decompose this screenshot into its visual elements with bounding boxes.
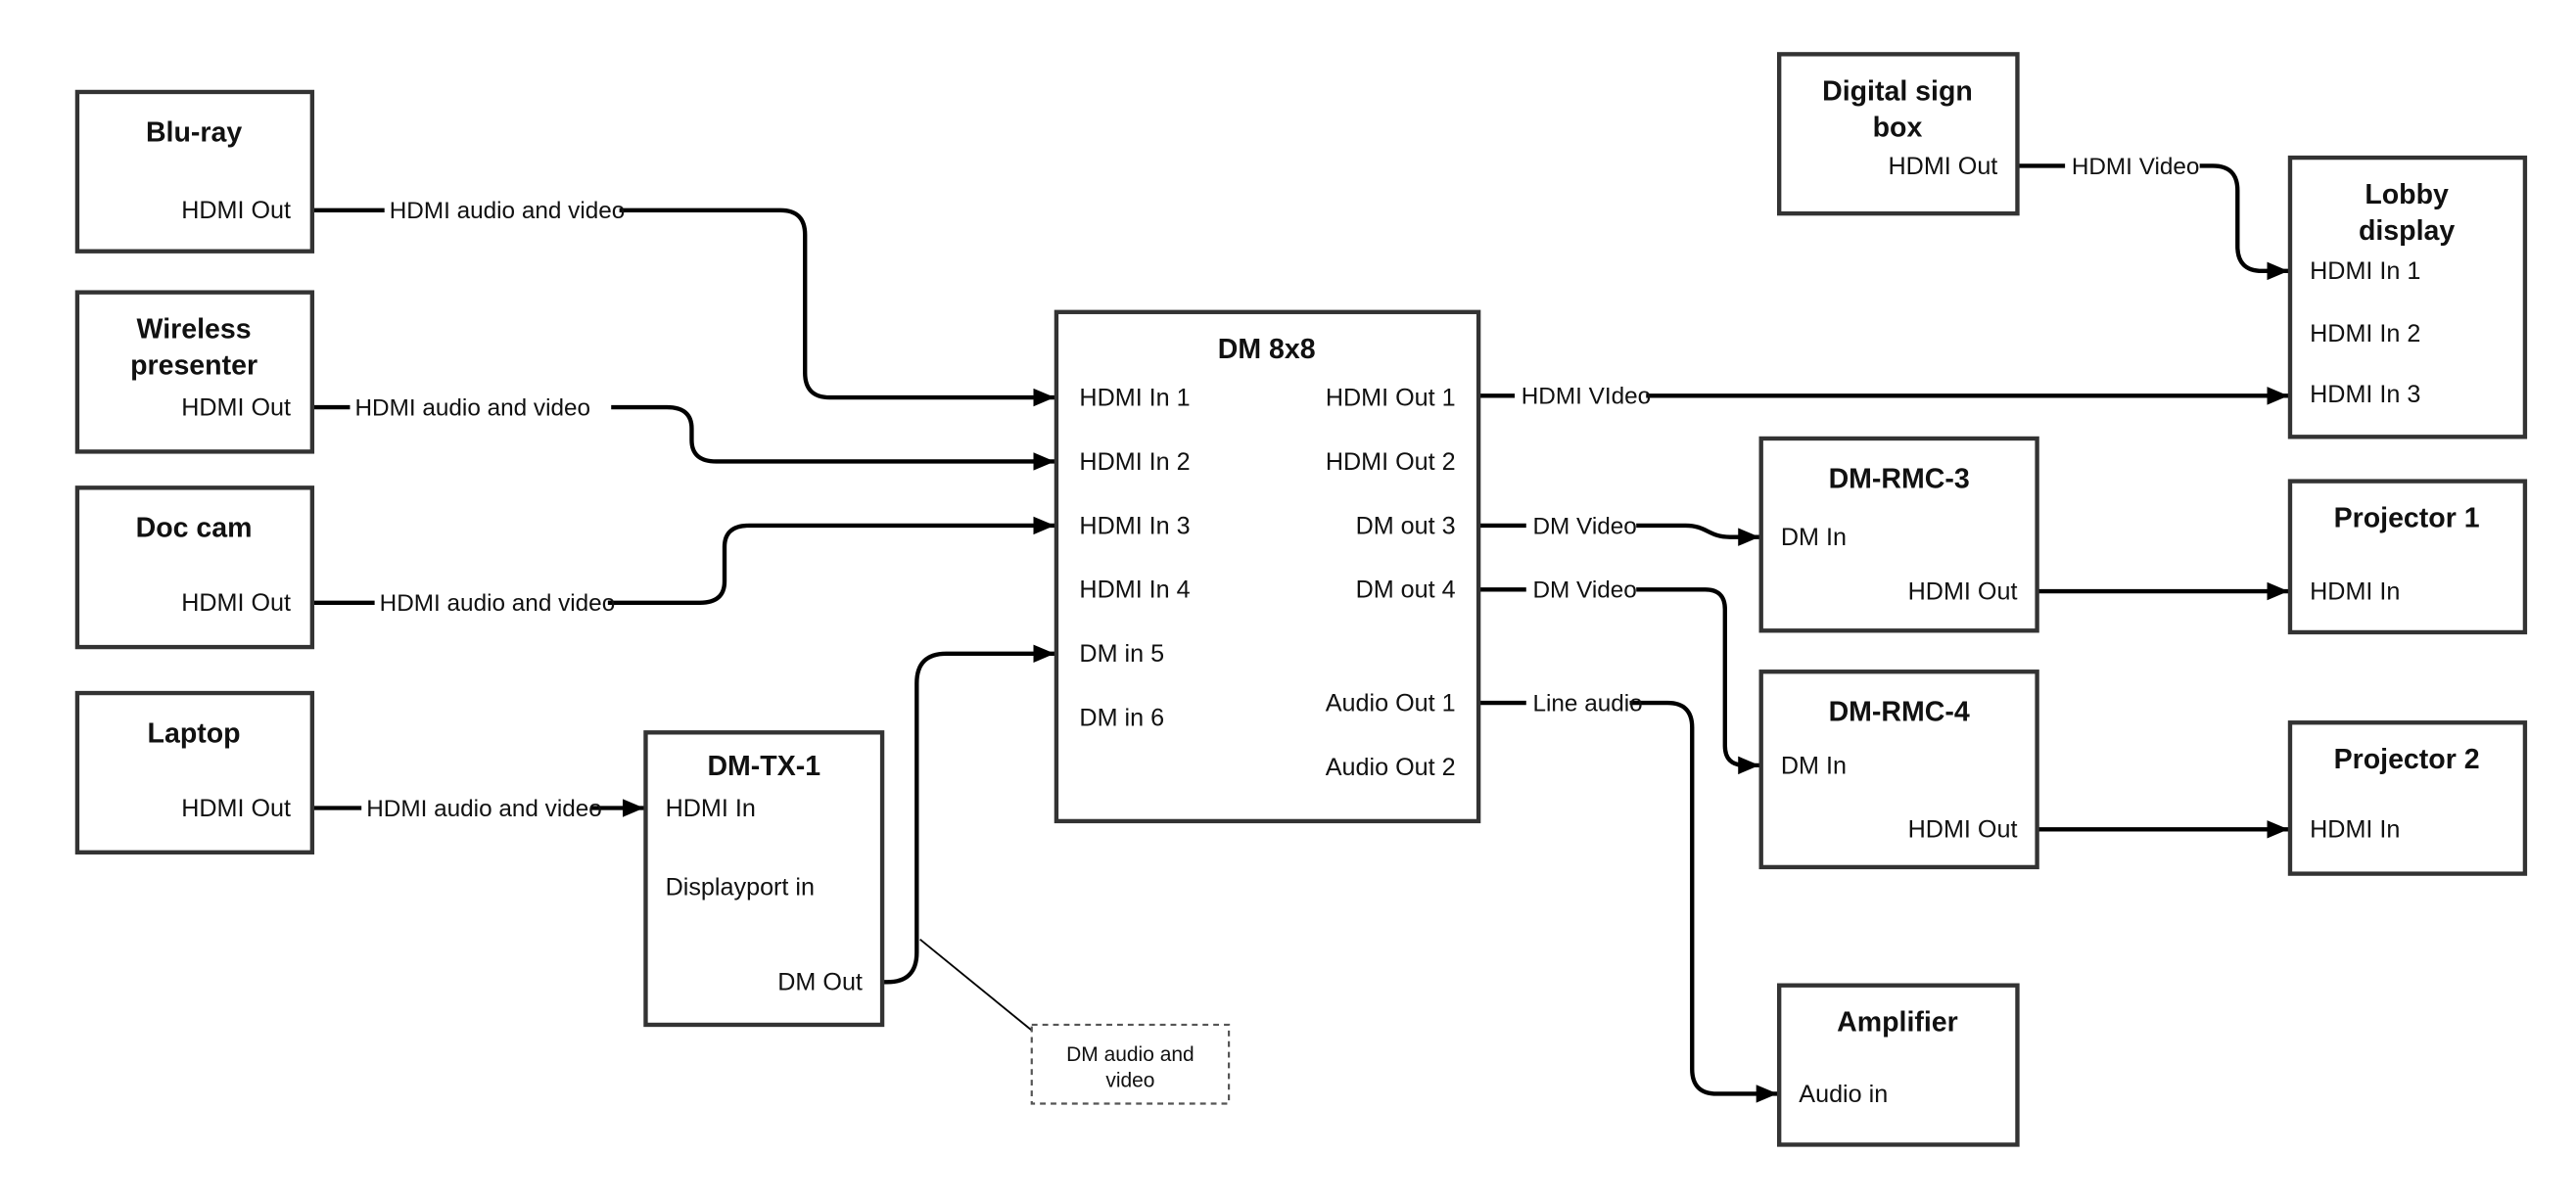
note-text-line2: video	[1105, 1070, 1154, 1092]
node-laptop: Laptop HDMI Out	[74, 690, 315, 855]
node-amplifier-title: Amplifier	[1837, 1007, 1958, 1039]
port-lobby-hdmi-in-3: HDMI In 3	[2310, 381, 2420, 408]
port-dm8x8-hdmi-in-3: HDMI In 3	[1079, 512, 1190, 539]
node-projector-1: Projector 1 HDMI In	[2287, 479, 2528, 635]
node-proj2-box	[2287, 720, 2528, 876]
edge-labels: HDMI audio and video HDMI audio and vide…	[354, 154, 2199, 822]
port-dm8x8-dm-out-3: DM out 3	[1356, 512, 1456, 539]
node-dm8x8-title: DM 8x8	[1218, 334, 1316, 365]
node-lobby-display: Lobby display HDMI In 1 HDMI In 2 HDMI I…	[2287, 155, 2528, 439]
note-box	[1030, 1023, 1231, 1105]
node-wireless-box	[74, 290, 315, 454]
port-wireless-hdmi-out: HDMI Out	[181, 393, 291, 421]
node-proj1-title: Projector 1	[2334, 503, 2480, 534]
edge-dm8x8-to-dmrmc3	[1636, 523, 1760, 546]
node-dmrmc4-box	[1758, 670, 2039, 870]
port-dm8x8-dm-out-4: DM out 4	[1356, 577, 1456, 604]
node-wireless-presenter: Wireless presenter HDMI Out	[74, 290, 315, 454]
note-text-line1: DM audio and	[1066, 1043, 1194, 1066]
port-dm8x8-audio-out-2: Audio Out 2	[1326, 754, 1456, 781]
port-proj2-hdmi-in: HDMI In	[2310, 816, 2400, 844]
port-dmrmc3-dm-in: DM In	[1781, 524, 1847, 551]
edge-label-dm-out3: DM Video	[1532, 513, 1636, 539]
port-dm8x8-hdmi-out-1: HDMI Out 1	[1326, 384, 1456, 411]
node-lobby-title-line1: Lobby	[2365, 179, 2449, 210]
node-laptop-title: Laptop	[148, 717, 241, 749]
edge-digitalsign-to-lobby	[2199, 163, 2289, 281]
node-digitalsign-title-line2: box	[1873, 112, 1923, 143]
node-projector-2: Projector 2 HDMI In	[2287, 720, 2528, 876]
port-dmtx1-hdmi-in: HDMI In	[666, 795, 756, 822]
node-dm8x8-box	[1054, 309, 1481, 824]
port-dm8x8-hdmi-in-2: HDMI In 2	[1079, 448, 1190, 476]
node-bluray-title: Blu-ray	[146, 116, 242, 148]
edge-label-doccam: HDMI audio and video	[380, 590, 616, 617]
node-wireless-title-line1: Wireless	[137, 314, 252, 346]
edge-label-laptop: HDMI audio and video	[366, 796, 602, 822]
node-dmrmc3-box	[1758, 436, 2039, 633]
node-wireless-title-line2: presenter	[130, 350, 258, 382]
note-dm-audio-and-video: DM audio and video	[1030, 1023, 1231, 1105]
port-dmrmc4-dm-in: DM In	[1781, 752, 1847, 779]
edge-bluray-to-dm8x8	[619, 208, 1055, 407]
port-laptop-hdmi-out: HDMI Out	[181, 795, 291, 822]
node-dmrmc4-title: DM-RMC-4	[1829, 697, 1970, 728]
note-leader-line	[919, 939, 1036, 1035]
node-dm-rmc-4: DM-RMC-4 DM In HDMI Out	[1758, 670, 2039, 870]
port-dmrmc3-hdmi-out: HDMI Out	[1908, 577, 2018, 605]
node-bluray-box	[74, 89, 315, 254]
node-proj1-box	[2287, 479, 2528, 635]
node-amplifier-box	[1776, 983, 2020, 1147]
edge-label-bluray: HDMI audio and video	[390, 198, 626, 224]
edge-label-dm-out4: DM Video	[1532, 577, 1636, 604]
edge-dmtx1-to-dm8x8	[882, 644, 1055, 985]
node-amplifier: Amplifier Audio in	[1776, 983, 2020, 1147]
node-doc-cam: Doc cam HDMI Out	[74, 485, 315, 650]
port-dm8x8-dm-in-5: DM in 5	[1079, 640, 1164, 668]
edge-label-digitalsign: HDMI Video	[2072, 154, 2200, 180]
port-dmtx1-displayport-in: Displayport in	[666, 873, 815, 901]
edge-doccam-to-dm8x8	[607, 516, 1055, 605]
node-lobby-box	[2287, 155, 2528, 439]
port-dm8x8-hdmi-in-4: HDMI In 4	[1079, 577, 1190, 604]
node-doccam-title: Doc cam	[136, 513, 253, 544]
edge-dm8x8-to-dmrmc4	[1636, 587, 1760, 775]
port-dm8x8-audio-out-1: Audio Out 1	[1326, 690, 1456, 717]
node-lobby-title-line2: display	[2359, 215, 2455, 247]
edge-label-wireless: HDMI audio and video	[354, 394, 590, 421]
node-digital-sign-box: Digital sign box HDMI Out	[1776, 52, 2020, 216]
node-dm-tx-1: DM-TX-1 HDMI In Displayport in DM Out	[643, 730, 885, 1028]
port-dmtx1-dm-out: DM Out	[777, 969, 863, 996]
node-digitalsign-title-line1: Digital sign	[1822, 75, 1973, 107]
node-dm-rmc-3: DM-RMC-3 DM In HDMI Out	[1758, 436, 2039, 633]
node-digitalsign-box	[1776, 52, 2020, 216]
edge-label-hdmi-out1: HDMI VIdeo	[1522, 384, 1651, 410]
edges	[311, 163, 2289, 1103]
port-dm8x8-hdmi-out-2: HDMI Out 2	[1326, 448, 1456, 476]
node-dm-8x8: DM 8x8 HDMI In 1 HDMI In 2 HDMI In 3 HDM…	[1054, 309, 1481, 824]
port-dm8x8-dm-in-6: DM in 6	[1079, 705, 1164, 732]
node-doccam-box	[74, 485, 315, 650]
node-proj2-title: Projector 2	[2334, 744, 2480, 775]
node-bluray: Blu-ray HDMI Out	[74, 89, 315, 254]
edge-label-audio-out1: Line audio	[1532, 691, 1642, 717]
node-laptop-box	[74, 690, 315, 855]
node-dmrmc3-title: DM-RMC-3	[1829, 463, 1970, 494]
port-proj1-hdmi-in: HDMI In	[2310, 577, 2400, 605]
port-bluray-hdmi-out: HDMI Out	[181, 197, 291, 224]
port-lobby-hdmi-in-1: HDMI In 1	[2310, 257, 2420, 285]
port-dmrmc4-hdmi-out: HDMI Out	[1908, 816, 2018, 844]
port-lobby-hdmi-in-2: HDMI In 2	[2310, 320, 2420, 347]
port-amplifier-audio-in: Audio in	[1799, 1081, 1888, 1108]
edge-wireless-to-dm8x8	[611, 404, 1055, 471]
node-dmtx1-title: DM-TX-1	[707, 751, 820, 782]
port-doccam-hdmi-out: HDMI Out	[181, 589, 291, 617]
node-dmtx1-box	[643, 730, 885, 1028]
edge-dm8x8-to-amplifier	[1629, 700, 1778, 1103]
port-dm8x8-hdmi-in-1: HDMI In 1	[1079, 384, 1190, 411]
port-digitalsign-hdmi-out: HDMI Out	[1888, 153, 1997, 180]
